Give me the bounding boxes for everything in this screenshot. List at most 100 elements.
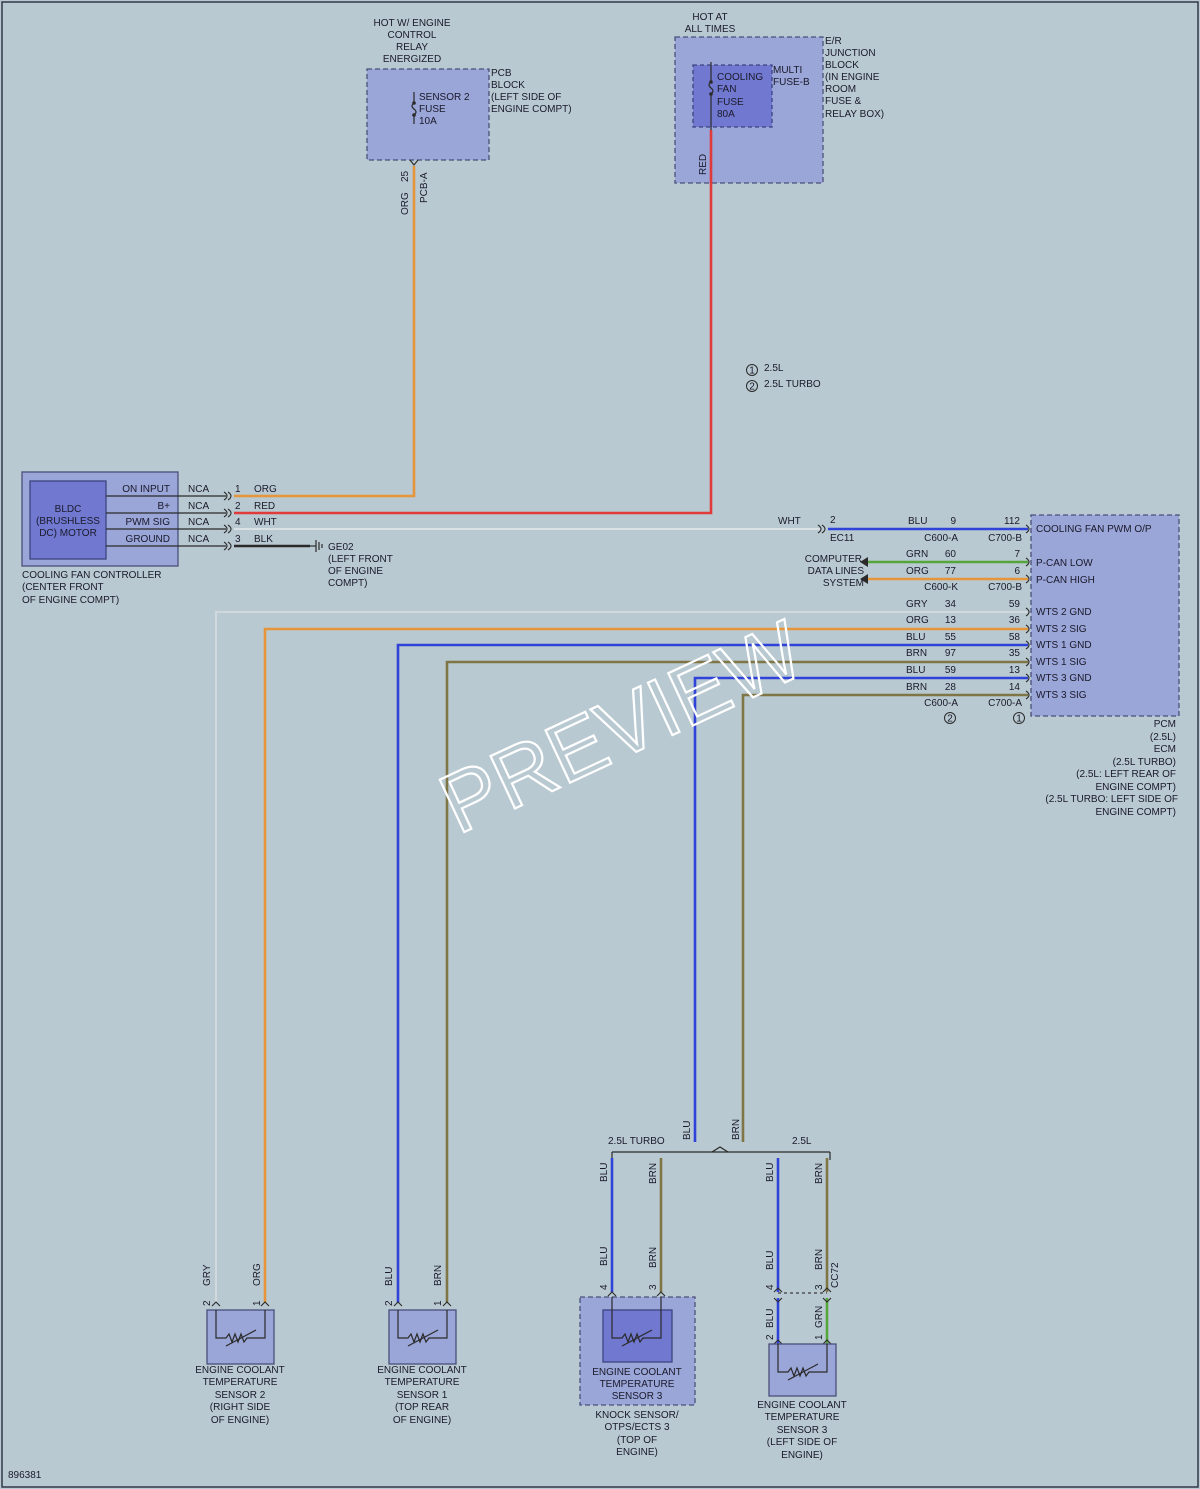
svg-text:BLK: BLK [254, 534, 273, 545]
svg-text:FAN: FAN [717, 84, 736, 95]
sensor-3-wire-labels: BLU BRN 4 3 CC72 BLU GRN 2 1 [765, 1249, 841, 1340]
svg-text:ALL TIMES: ALL TIMES [685, 24, 736, 35]
sensor-1-wire-labels: BLU BRN 2 1 [384, 1265, 444, 1306]
wire-brn-wts-1-sig [445, 660, 1028, 1303]
split-labels: 2.5L TURBO 2.5L BLU BRN BLU BRN BLU BRN [599, 1119, 825, 1184]
svg-text:4: 4 [235, 517, 241, 528]
svg-text:BLU: BLU [682, 1121, 693, 1140]
svg-text:P-CAN HIGH: P-CAN HIGH [1036, 575, 1095, 586]
svg-text:97: 97 [945, 648, 957, 659]
svg-text:2.5L: 2.5L [764, 363, 784, 374]
coolant-temp-sensor-1 [388, 1309, 457, 1365]
svg-text:2.5L: 2.5L [792, 1136, 812, 1147]
svg-text:NCA: NCA [188, 501, 209, 512]
svg-text:2: 2 [830, 515, 836, 526]
svg-text:GRN: GRN [814, 1306, 825, 1328]
svg-text:FUSE-B: FUSE-B [773, 77, 810, 88]
svg-text:28: 28 [945, 682, 957, 693]
junction-block-label: E/R JUNCTION BLOCK (IN ENGINE ROOM FUSE … [825, 36, 884, 120]
pcb-pin-25: 25 [400, 170, 411, 182]
svg-text:3: 3 [814, 1284, 825, 1290]
svg-text:GE02: GE02 [328, 542, 354, 553]
junction-block-header: HOT AT ALL TIMES [685, 12, 736, 35]
knock-sensor-inner-caption: ENGINE COOLANT TEMPERATURE SENSOR 3 [592, 1367, 681, 1402]
svg-text:TEMPERATURE: TEMPERATURE [203, 1377, 278, 1388]
knock-sensor-caption: KNOCK SENSOR/ OTPS/ECTS 3 (TOP OF ENGINE… [595, 1410, 679, 1458]
ground-ge02-icon [310, 540, 323, 552]
svg-text:6: 6 [1014, 566, 1020, 577]
pcb-block-label: PCB BLOCK (LEFT SIDE OF ENGINE COMPT) [491, 68, 572, 115]
svg-text:14: 14 [1009, 682, 1021, 693]
svg-text:WTS 1 SIG: WTS 1 SIG [1036, 657, 1087, 668]
sensor-1-caption: ENGINE COOLANT TEMPERATURE SENSOR 1 (TOP… [377, 1365, 466, 1426]
svg-text:WTS 2 SIG: WTS 2 SIG [1036, 624, 1087, 635]
pcb-block-header: HOT W/ ENGINE CONTROL RELAY ENERGIZED [373, 18, 450, 65]
cc72-connector-icon [773, 1287, 832, 1345]
svg-text:PCM: PCM [1154, 719, 1176, 730]
svg-text:(TOP OF: (TOP OF [617, 1435, 657, 1446]
svg-text:2: 2 [384, 1300, 395, 1306]
svg-text:ORG: ORG [906, 566, 929, 577]
svg-text:SENSOR 3: SENSOR 3 [777, 1425, 828, 1436]
split-junction-icon [711, 1146, 729, 1153]
thermistor-icon [611, 1297, 662, 1347]
svg-text:COOLING FAN PWM O/P: COOLING FAN PWM O/P [1036, 524, 1152, 535]
svg-text:(TOP REAR: (TOP REAR [395, 1402, 449, 1413]
svg-text:MULTI: MULTI [773, 65, 802, 76]
svg-text:BLU: BLU [384, 1267, 395, 1286]
svg-text:RELAY: RELAY [396, 42, 428, 53]
data-lines-rows: GRN 60 7 ORG 77 6 C600-K C700-B [906, 549, 1022, 593]
ec11-connector: WHT 2 EC11 [778, 515, 855, 544]
split-ends [611, 1152, 831, 1160]
wire-red-b-plus [234, 130, 713, 515]
svg-text:55: 55 [945, 632, 957, 643]
svg-text:FUSE &: FUSE & [825, 96, 861, 107]
svg-text:(BRUSHLESS: (BRUSHLESS [36, 516, 100, 527]
svg-text:ENGINE COMPT): ENGINE COMPT) [1095, 782, 1176, 793]
sensor-connector-labels: C600-A C700-A 2 1 [924, 698, 1025, 725]
svg-text:(LEFT FRONT: (LEFT FRONT [328, 554, 393, 565]
svg-text:ON INPUT: ON INPUT [122, 484, 170, 495]
sensor-1-connector-icon [393, 1301, 452, 1307]
svg-text:3: 3 [235, 534, 241, 545]
svg-text:BLU: BLU [599, 1163, 610, 1182]
pcm-pin-labels: COOLING FAN PWM O/P P-CAN LOW P-CAN HIGH… [1036, 524, 1152, 701]
pcb-a-connector-icon [409, 159, 419, 166]
svg-text:4: 4 [765, 1284, 776, 1290]
svg-text:BRN: BRN [648, 1163, 659, 1184]
svg-text:RED: RED [254, 501, 275, 512]
pwm-row-labels: BLU 9 112 C600-A C700-B [908, 516, 1022, 544]
svg-text:SENSOR 3: SENSOR 3 [612, 1391, 663, 1402]
svg-text:BLU: BLU [906, 665, 925, 676]
svg-text:PWM SIG: PWM SIG [126, 517, 171, 528]
svg-text:ORG: ORG [252, 1263, 263, 1286]
svg-text:RELAY BOX): RELAY BOX) [825, 109, 884, 120]
svg-text:WTS 1 GND: WTS 1 GND [1036, 640, 1092, 651]
multi-fuse-b-label: MULTI FUSE-B [773, 65, 810, 88]
wire-blu-wts-3-gnd [693, 676, 1028, 1142]
svg-text:C600-A: C600-A [924, 698, 958, 709]
svg-text:COOLING FAN CONTROLLER: COOLING FAN CONTROLLER [22, 570, 161, 581]
svg-text:BLU: BLU [599, 1247, 610, 1266]
cooling-fan-fuse-icon [708, 62, 714, 130]
svg-text:(2.5L): (2.5L) [1150, 732, 1176, 743]
svg-text:C600-A: C600-A [924, 533, 958, 544]
wire-org-on-input [234, 166, 416, 498]
svg-text:2: 2 [765, 1334, 776, 1340]
svg-text:C600-K: C600-K [924, 582, 958, 593]
svg-text:KNOCK SENSOR/: KNOCK SENSOR/ [595, 1410, 679, 1421]
svg-text:OF ENGINE): OF ENGINE) [393, 1415, 451, 1426]
svg-text:DATA LINES: DATA LINES [808, 566, 865, 577]
svg-text:1: 1 [235, 484, 241, 495]
svg-text:OF ENGINE COMPT): OF ENGINE COMPT) [22, 595, 119, 606]
knock-sensor-connector-icon [607, 1291, 666, 1297]
svg-text:ENGINE COOLANT: ENGINE COOLANT [757, 1400, 846, 1411]
svg-text:77: 77 [945, 566, 957, 577]
svg-text:NCA: NCA [188, 517, 209, 528]
svg-text:ROOM: ROOM [825, 84, 856, 95]
svg-text:C700-B: C700-B [988, 533, 1022, 544]
svg-text:1: 1 [814, 1334, 825, 1340]
svg-text:1: 1 [1016, 714, 1022, 725]
data-lines-arrows [860, 557, 868, 584]
pcb-a-connector-label: PCB-A [419, 172, 430, 203]
